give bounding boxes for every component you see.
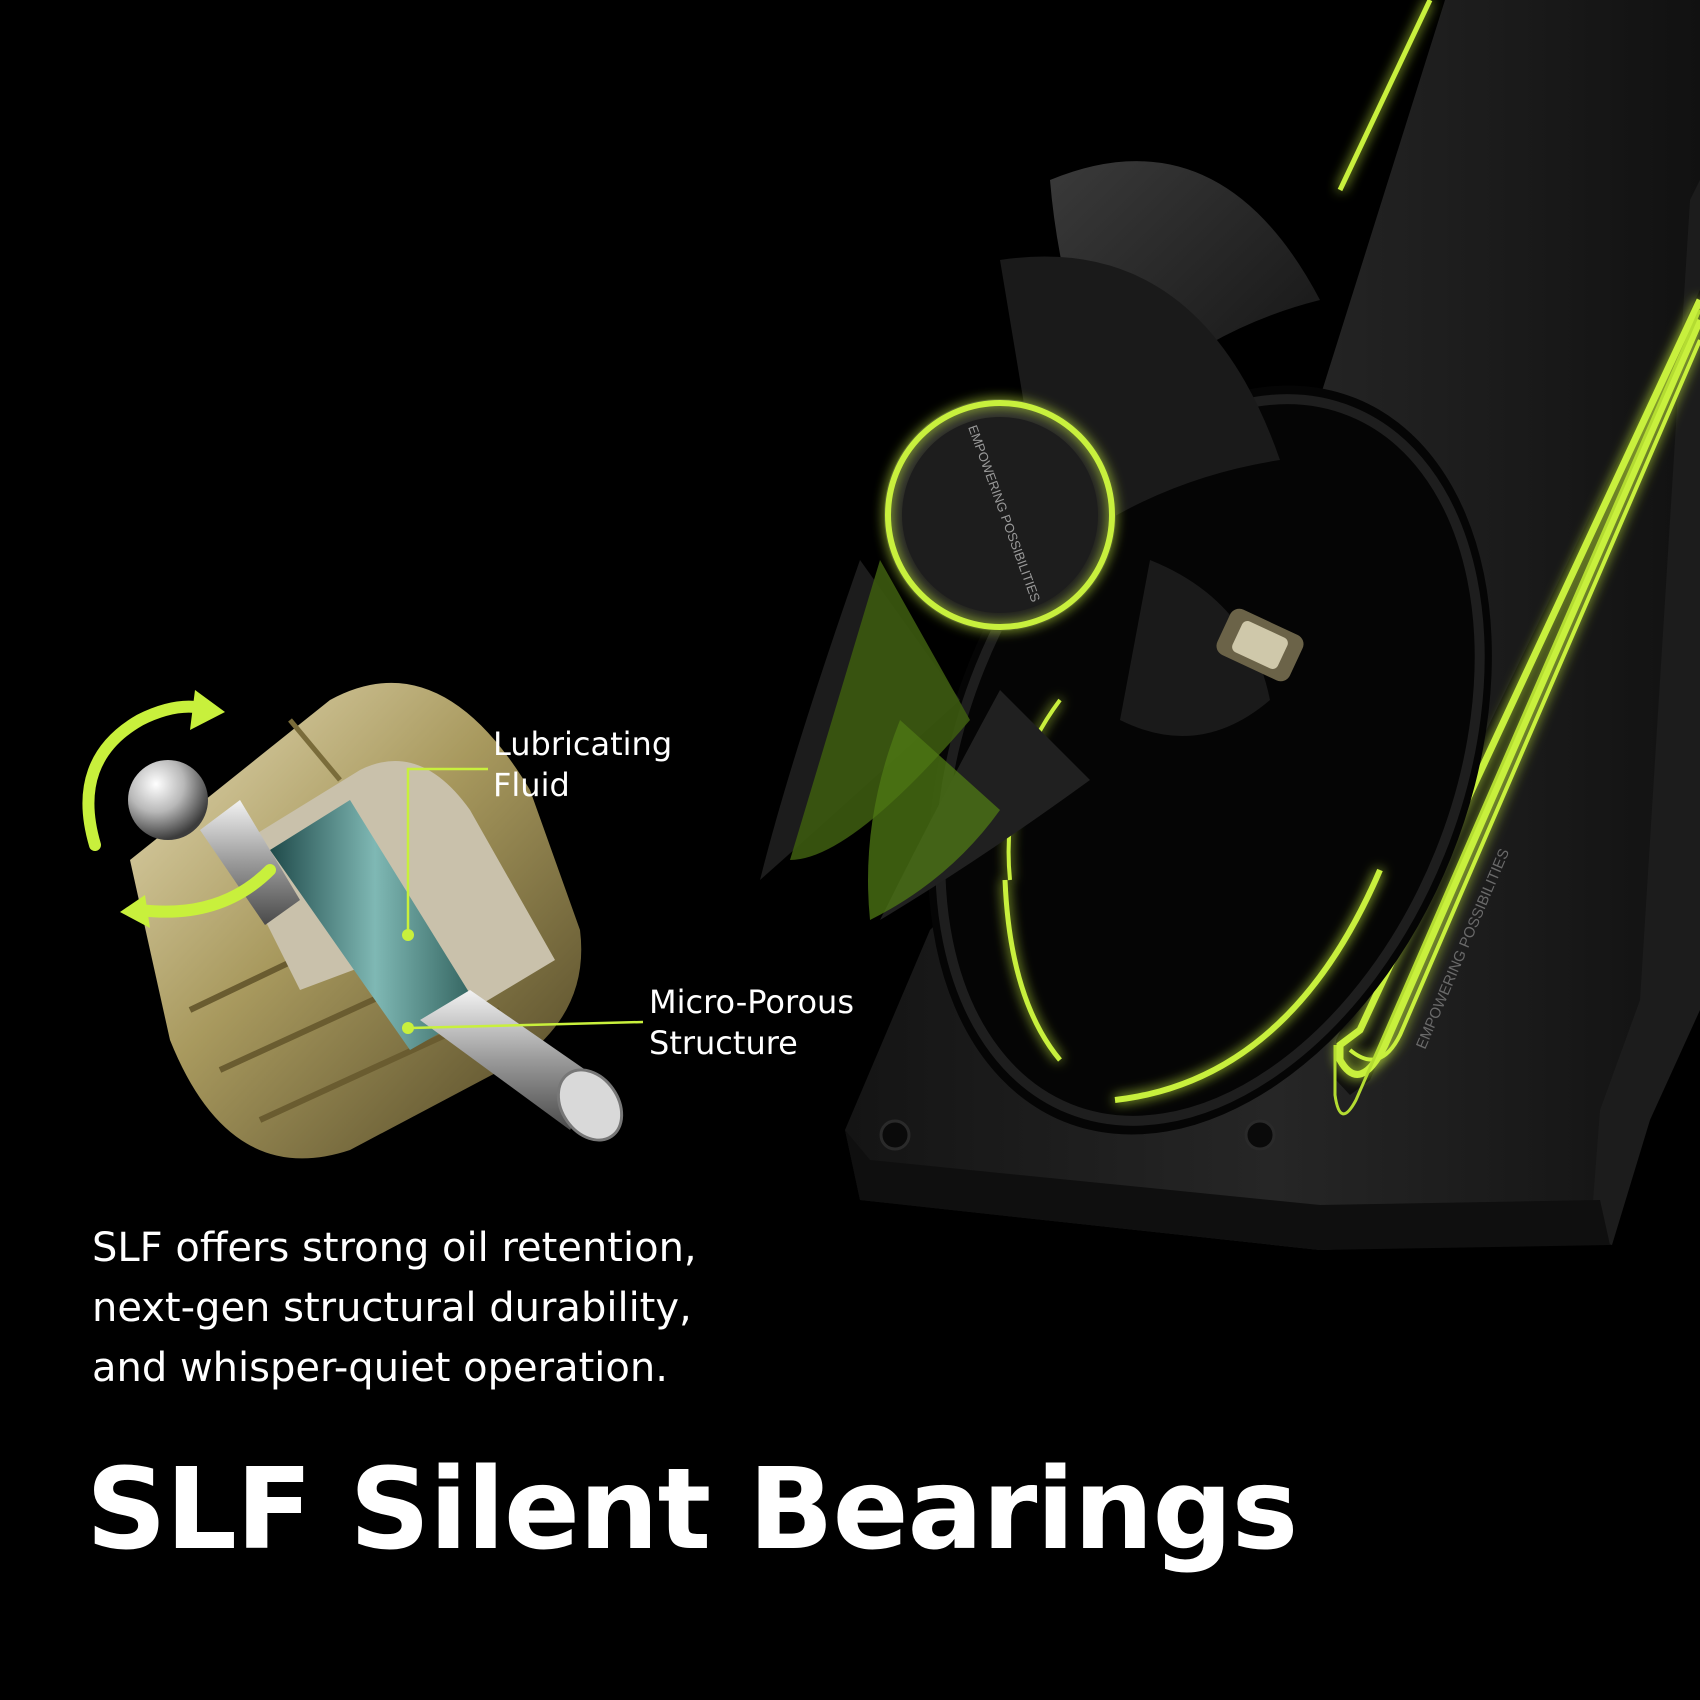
callout-line-1: Micro-Porous — [649, 983, 854, 1021]
callout-label-micro-porous-structure: Micro-Porous Structure — [649, 982, 854, 1064]
bearing-ball — [128, 760, 208, 840]
feature-description: SLF offers strong oil retention, next-ge… — [92, 1218, 812, 1398]
page-headline: SLF Silent Bearings — [86, 1445, 1298, 1575]
callout-line-1: Lubricating — [493, 725, 673, 763]
frame-light-bar — [1336, 298, 1700, 1078]
bearing-cutaway — [82, 682, 644, 1159]
rotation-arrows-icon — [82, 700, 276, 918]
callout-label-lubricating-fluid: Lubricating Fluid — [493, 724, 672, 806]
description-line: SLF offers strong oil retention, — [92, 1225, 697, 1271]
callout-line-lubricating — [406, 767, 488, 933]
callout-line-microporous — [409, 1020, 644, 1030]
lubricating-fluid — [270, 800, 480, 1050]
description-line: next-gen structural durability, — [92, 1285, 692, 1331]
callout-line-2: Fluid — [493, 766, 570, 804]
description-line: and whisper-quiet operation. — [92, 1345, 668, 1391]
fan-illustration: EMPOWERING POSSIBILITIES EMPOWERING POSS… — [760, 0, 1700, 1250]
callout-line-2: Structure — [649, 1024, 798, 1062]
